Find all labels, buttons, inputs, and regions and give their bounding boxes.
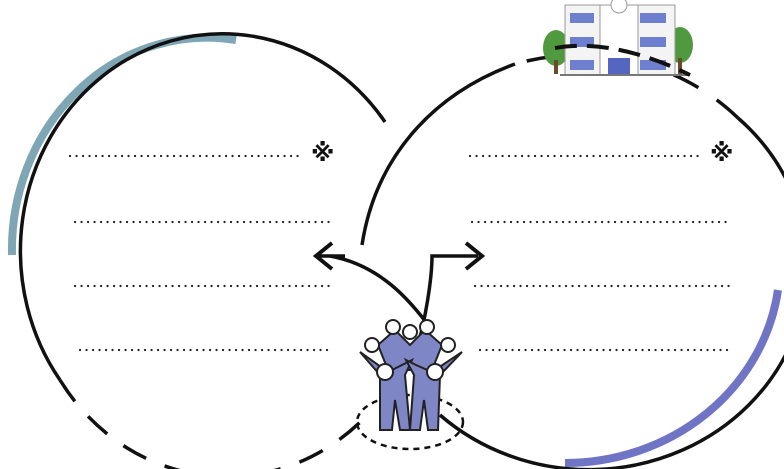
right-cycle-arc	[438, 116, 784, 469]
left-asterisk: ※	[311, 139, 334, 167]
people-ground-ellipse	[355, 393, 465, 451]
arrow-right-icon	[464, 241, 486, 271]
right-asterisk: ※	[710, 139, 733, 167]
building-icon	[543, 0, 693, 77]
left-cycle-dashed-arc	[58, 379, 372, 469]
right-cycle-highlight	[564, 289, 782, 467]
left-connector	[329, 254, 434, 332]
left-cycle: ※	[7, 32, 434, 469]
people-group-icon	[355, 319, 465, 451]
right-inner-arc	[360, 62, 516, 246]
left-cycle-arc	[18, 32, 387, 381]
arrow-left-icon	[312, 241, 345, 271]
